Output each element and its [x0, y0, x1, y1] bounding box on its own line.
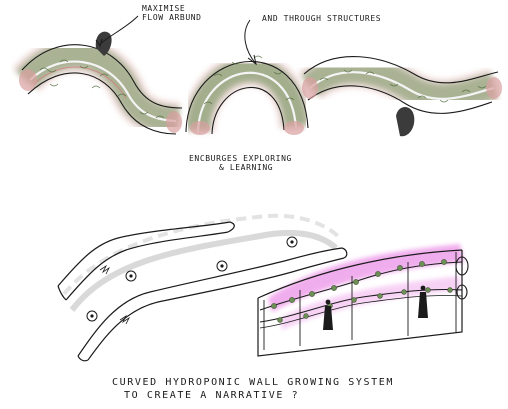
annotation-encourages-line-1: ENCBURGES EXPLORING: [189, 154, 292, 163]
annotation-encourages: ENCBURGES EXPLORING & LEARNING: [189, 154, 292, 172]
annotation-through-structures: AND THROUGH STRUCTURES: [262, 14, 381, 23]
hydroponic-wall-elevation: [258, 244, 468, 356]
caption-line-1: CURVED HYDROPONIC WALL GROWING SYSTEM: [112, 376, 394, 389]
annotation-maximise-line-2: FLOW ARBUND: [142, 13, 202, 22]
right-curved-wall: [302, 57, 502, 137]
caption-line-2: TO CREATE A NARRATIVE ?: [112, 389, 394, 402]
annotation-maximise-line-1: MAXIMISE: [142, 4, 202, 13]
caption: CURVED HYDROPONIC WALL GROWING SYSTEM TO…: [112, 376, 394, 402]
annotation-encourages-line-2: & LEARNING: [189, 163, 292, 172]
person-silhouette-icon: [396, 107, 414, 136]
left-curved-wall: [19, 32, 182, 134]
annotation-maximise: MAXIMISE FLOW ARBUND: [142, 4, 202, 22]
